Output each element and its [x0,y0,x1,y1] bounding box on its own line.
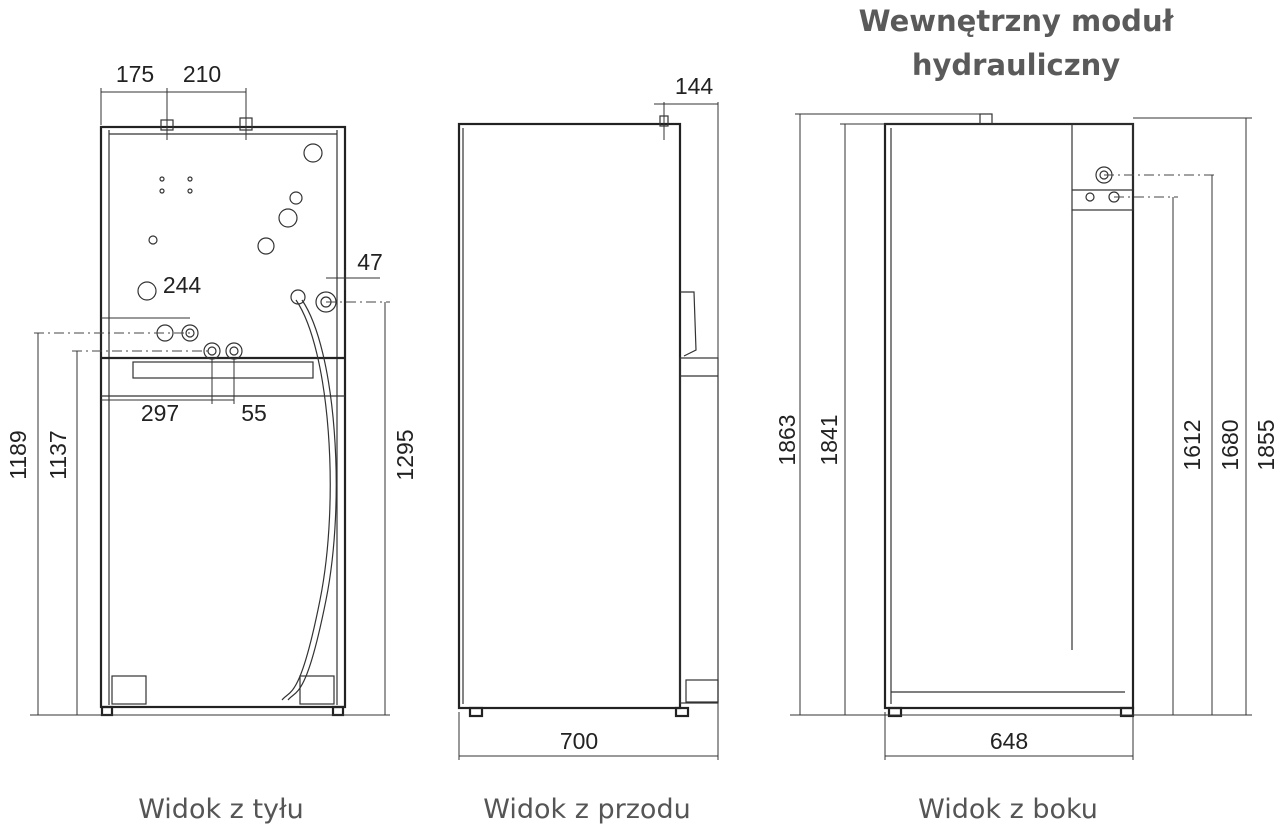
dim-side-1841: 1841 [816,414,842,465]
dim-side-1863: 1863 [774,414,800,465]
dim-side-1680: 1680 [1217,419,1243,470]
hydraulic-connections [181,289,337,360]
dim-back-1295: 1295 [392,429,418,480]
back-view-cabinet [99,125,347,709]
dim-back-175: 175 [116,61,154,87]
dim-front-144: 144 [675,73,714,99]
side-view-control-panel [1071,123,1134,211]
side-view: 1863 1841 1612 1680 1855 648 [774,113,1279,760]
dim-back-47: 47 [357,249,383,275]
title-line-2: hydrauliczny [912,48,1120,82]
front-view-cabinet [457,122,682,710]
dim-back-1189: 1189 [5,430,31,479]
dim-back-1137: 1137 [45,430,71,479]
title-line-1: Wewnętrzny moduł [859,4,1175,38]
dim-back-55: 55 [241,400,267,426]
dim-back-244: 244 [163,272,202,298]
caption-front-view: Widok z przodu [483,794,690,825]
foot-left [111,675,147,705]
dim-side-1612: 1612 [1179,419,1205,470]
dim-front-700: 700 [560,728,598,754]
dim-back-210: 210 [183,61,221,87]
dim-back-297: 297 [141,400,179,426]
caption-back-view: Widok z tyłu [138,794,304,825]
foot-right [299,675,335,705]
back-view: 175 210 47 244 297 55 1189 1137 1295 [5,61,418,717]
front-view-pipe [680,291,697,357]
back-panel-holes [137,143,323,342]
side-view-cabinet [883,122,1135,710]
caption-side-view: Widok z boku [918,794,1098,825]
dim-side-1855: 1855 [1253,419,1279,470]
front-view: 144 700 [457,73,719,760]
condensate-hose [281,299,331,701]
dim-side-648: 648 [990,728,1028,754]
drawing-title: Wewnętrzny moduł hydrauliczny [859,4,1175,82]
front-view-base [679,357,719,704]
